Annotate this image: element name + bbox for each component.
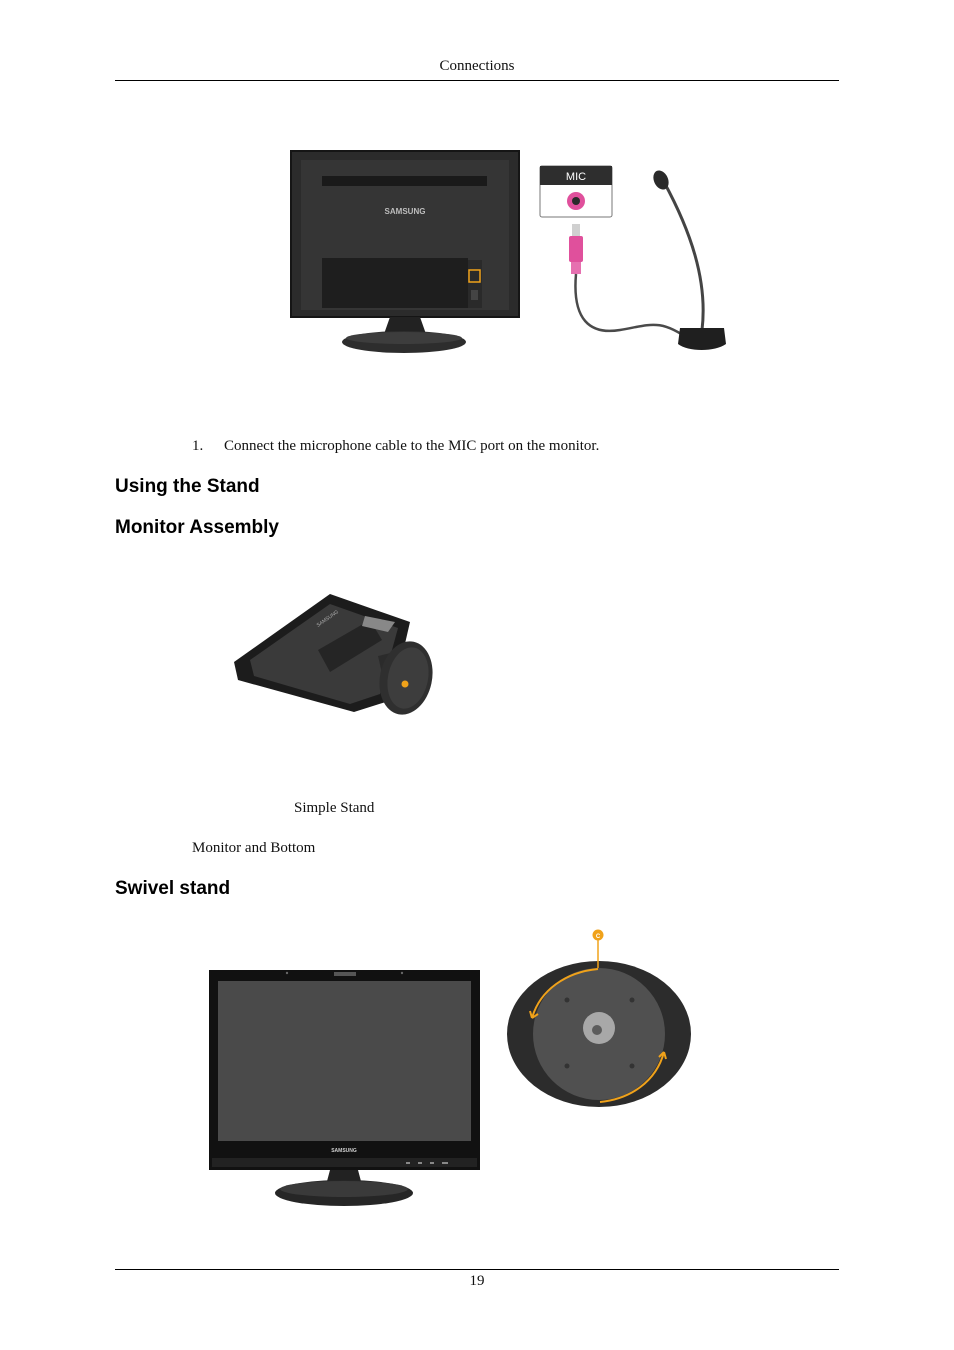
swivel-stand-figure: SAMSUNG C xyxy=(209,929,691,1206)
marker-c xyxy=(592,929,604,941)
heading-monitor-assembly: Monitor Assembly xyxy=(115,517,279,538)
step-number: 1. xyxy=(192,438,204,454)
heading-using-the-stand: Using the Stand xyxy=(115,476,260,497)
rotation-arrow-right xyxy=(599,1051,665,1103)
heading-swivel-stand: Swivel stand xyxy=(115,878,231,899)
step-item: 1. Connect the microphone cable to the MI… xyxy=(192,438,599,455)
mic-connection-figure: SAMSUNG MIC xyxy=(290,150,726,353)
footer-rule xyxy=(115,1269,839,1270)
marker-c-label: C xyxy=(596,934,601,940)
caption-monitor-bottom: Monitor and Bottom xyxy=(192,840,316,856)
monitor-assembly-figure: SAMSUNG xyxy=(234,594,433,715)
caption-simple-stand: Simple Stand xyxy=(294,800,375,816)
step-text: Connect the microphone cable to the MIC … xyxy=(224,438,600,454)
page-number: 19 xyxy=(469,1273,485,1289)
page-header-title: Connections xyxy=(439,58,515,74)
stand-screw-highlight xyxy=(401,680,409,688)
monitor-brand-label: SAMSUNG xyxy=(385,207,426,216)
mic-cable xyxy=(574,273,691,342)
rotation-arrow-left xyxy=(531,968,599,1019)
mic-plug-tip xyxy=(572,224,580,236)
monitor-vent xyxy=(322,176,487,186)
mic-port-label: MIC xyxy=(566,171,586,183)
mic-head xyxy=(653,170,669,190)
mic-plug xyxy=(569,236,583,262)
header-rule xyxy=(115,80,839,81)
monitor-screen xyxy=(218,981,471,1141)
swivel-brand-label: SAMSUNG xyxy=(331,1148,357,1154)
mic-port-highlight xyxy=(468,269,481,283)
webcam xyxy=(334,972,356,976)
mic-base xyxy=(678,328,726,350)
mic-gooseneck xyxy=(662,181,705,331)
